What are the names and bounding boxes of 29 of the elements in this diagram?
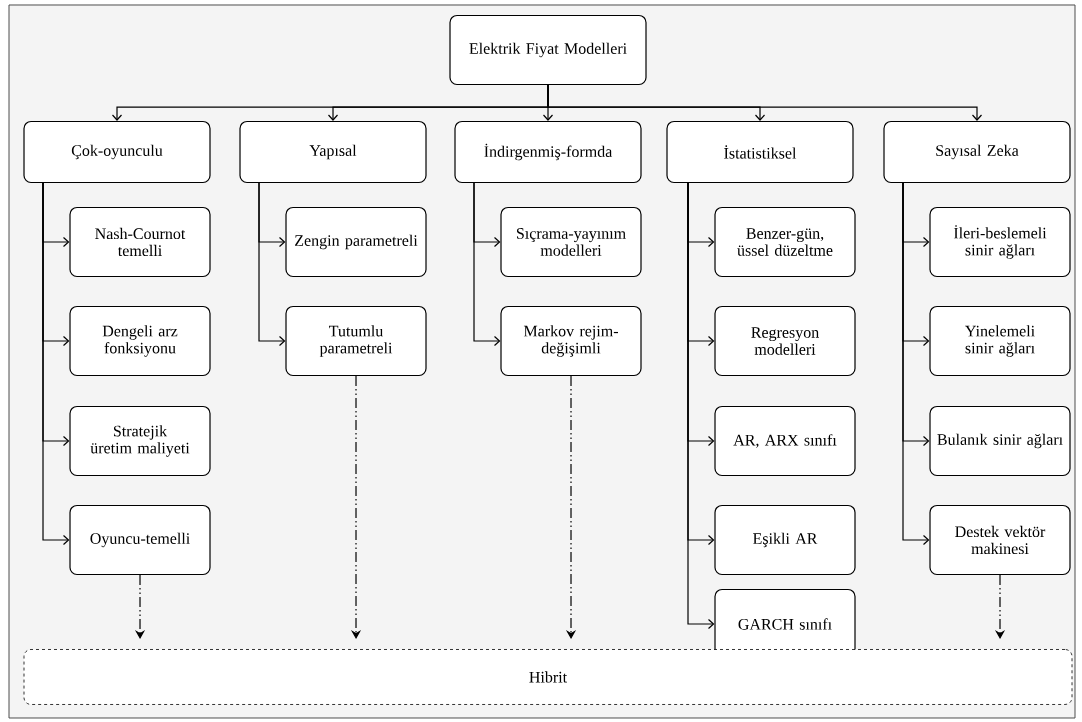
category-box: Yapısal (239, 120, 427, 184)
category-box: İndirgenmiş-formda (454, 120, 642, 184)
category-box: Çok-oyunculu (23, 120, 211, 184)
model-box: Destek vektör makinesi (929, 504, 1071, 576)
model-box: Zengin parametreli (285, 206, 427, 278)
model-box: Regresyon modelleri (714, 305, 856, 377)
model-box: Tutumlu parametreli (285, 305, 427, 377)
arrow (902, 182, 930, 546)
arrow (473, 182, 501, 347)
model-box: Bulanık sinir ağları (929, 405, 1071, 477)
model-box: Eşikli AR (714, 504, 856, 576)
model-box: Oyuncu-temelli (69, 504, 211, 576)
arrow (547, 84, 983, 121)
arrow (42, 182, 70, 546)
model-box: Sıçrama-yayınım modelleri (500, 206, 642, 278)
model-box: Nash-Cournot temelli (69, 206, 211, 278)
model-box: Dengeli arz fonksiyonu (69, 305, 211, 377)
category-box: Sayısal Zeka (883, 120, 1071, 184)
category-box: İstatistiksel (666, 120, 854, 184)
model-box: Stratejik üretim maliyeti (69, 405, 211, 477)
arrow (687, 182, 715, 630)
model-box: Yinelemeli sinir ağları (929, 305, 1071, 377)
model-box: AR, ARX sınıfı (714, 405, 856, 477)
model-box: Markov rejim-değişimli (500, 305, 642, 377)
model-box: Benzer-gün, üssel düzeltme (714, 206, 856, 278)
arrow (258, 182, 286, 347)
model-box: İleri-beslemeli sinir ağları (929, 206, 1071, 278)
root-box: Elektrik Fiyat Modelleri (449, 14, 647, 86)
hybrid-box: Hibrit (23, 649, 1073, 705)
